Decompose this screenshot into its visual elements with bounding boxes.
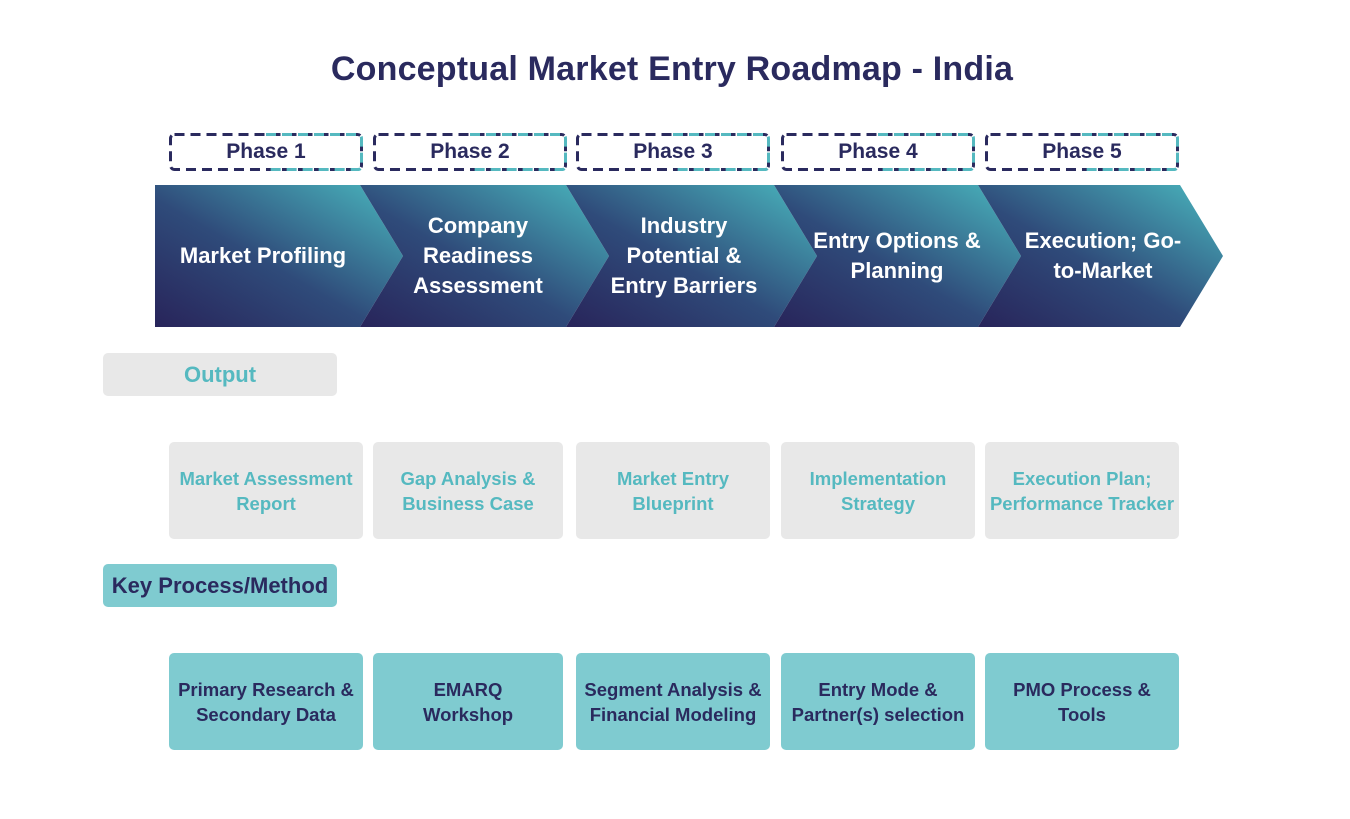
dashed-border xyxy=(169,133,363,171)
phase-label-text: Phase 5 xyxy=(1042,140,1122,163)
phase-label-text: Phase 4 xyxy=(838,140,918,163)
method-text: Segment Analysis & Financial Modeling xyxy=(584,678,762,725)
phase-chevron-arrow xyxy=(155,185,1223,327)
method-label: Key Process/Method xyxy=(103,564,337,607)
method-box-2: EMARQ Workshop xyxy=(373,653,563,750)
method-text: EMARQ Workshop xyxy=(422,678,514,725)
method-box-5: PMO Process & Tools xyxy=(985,653,1179,750)
stage-label: Market Profiling xyxy=(179,243,347,268)
dashed-border xyxy=(985,133,1179,171)
stage-text-1: Market Profiling xyxy=(168,185,358,327)
stage-label: Industry Potential & Entry Barriers xyxy=(610,213,758,298)
chevron-5 xyxy=(978,185,1223,327)
phase-label-1: Phase 1 xyxy=(169,133,363,171)
phase-label-3: Phase 3 xyxy=(576,133,770,171)
method-text: Primary Research & Secondary Data xyxy=(178,678,354,725)
output-box-3: Market Entry Blueprint xyxy=(576,442,770,539)
output-label: Output xyxy=(103,353,337,396)
dashed-border xyxy=(576,133,770,171)
dashed-border xyxy=(781,133,975,171)
method-box-4: Entry Mode & Partner(s) selection xyxy=(781,653,975,750)
output-box-2: Gap Analysis & Business Case xyxy=(373,442,563,539)
dashed-border xyxy=(373,133,567,171)
stage-text-2: Company Readiness Assessment xyxy=(380,185,576,327)
output-box-4: Implementation Strategy xyxy=(781,442,975,539)
output-text: Execution Plan; Performance Tracker xyxy=(989,467,1175,514)
output-text: Market Entry Blueprint xyxy=(616,467,730,514)
phase-label-text: Phase 3 xyxy=(633,140,713,163)
output-text: Implementation Strategy xyxy=(809,467,947,514)
method-text: PMO Process & Tools xyxy=(1013,678,1151,725)
output-text: Gap Analysis & Business Case xyxy=(400,467,536,514)
phase-label-5: Phase 5 xyxy=(985,133,1179,171)
chevron-3 xyxy=(566,185,817,327)
stage-text-5: Execution; Go-to-Market xyxy=(1004,185,1202,327)
stage-text-4: Entry Options & Planning xyxy=(794,185,1000,327)
chevron-2 xyxy=(360,185,609,327)
chevron-4 xyxy=(774,185,1021,327)
phase-label-2: Phase 2 xyxy=(373,133,567,171)
output-box-1: Market Assessment Report xyxy=(169,442,363,539)
stage-label: Entry Options & Planning xyxy=(813,228,981,283)
stage-label: Company Readiness Assessment xyxy=(413,213,543,298)
method-text: Entry Mode & Partner(s) selection xyxy=(791,678,965,725)
stage-text-3: Industry Potential & Entry Barriers xyxy=(586,185,782,327)
phase-label-text: Phase 1 xyxy=(226,140,306,163)
chevron-1 xyxy=(155,185,403,327)
output-text: Market Assessment Report xyxy=(179,467,353,514)
output-box-5: Execution Plan; Performance Tracker xyxy=(985,442,1179,539)
method-box-3: Segment Analysis & Financial Modeling xyxy=(576,653,770,750)
phase-label-text: Phase 2 xyxy=(430,140,510,163)
phase-label-4: Phase 4 xyxy=(781,133,975,171)
diagram-title: Conceptual Market Entry Roadmap - India xyxy=(330,50,1014,88)
method-box-1: Primary Research & Secondary Data xyxy=(169,653,363,750)
stage-label: Execution; Go-to-Market xyxy=(1024,228,1182,283)
